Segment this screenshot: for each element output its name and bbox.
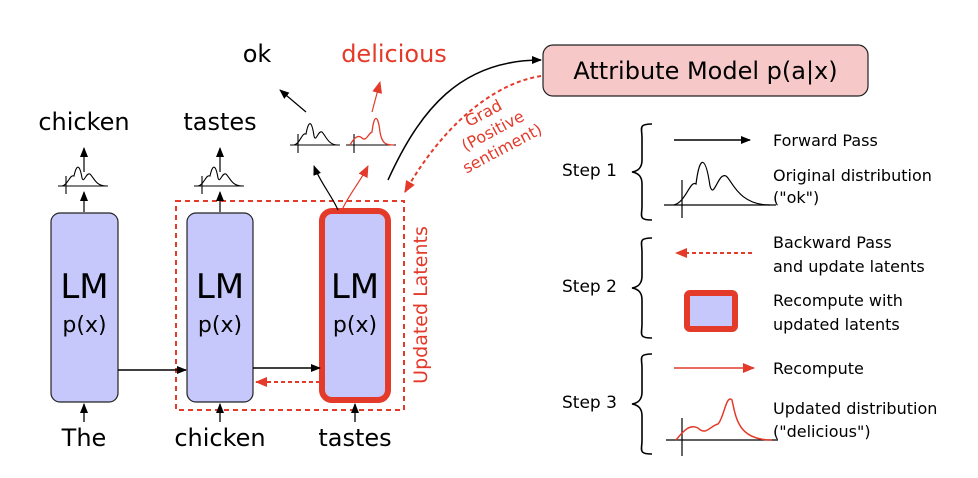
step-label: Step 3 bbox=[562, 393, 617, 413]
updated-latents-region bbox=[175, 200, 405, 411]
attribute-model-label: Attribute Model p(a|x) bbox=[573, 57, 837, 85]
step-label: Step 2 bbox=[562, 277, 617, 297]
lm-block-2: LM p(x) bbox=[186, 212, 254, 403]
legend-text: updated latents bbox=[773, 315, 900, 334]
left-brace-icon bbox=[631, 237, 653, 339]
lm-subtitle: p(x) bbox=[333, 313, 377, 338]
legend-text: Forward Pass bbox=[773, 131, 878, 150]
output-arrow-original bbox=[279, 89, 307, 113]
updated-distribution-icon bbox=[666, 398, 778, 456]
legend-text: Updated distribution bbox=[773, 399, 937, 418]
legend-text: ("ok") bbox=[773, 188, 819, 207]
output-arrow-updated bbox=[371, 81, 382, 113]
lm-block-1: LM p(x) bbox=[50, 212, 119, 403]
legend-step-3: Step 3 Recompute Updated distribution ("… bbox=[562, 353, 937, 456]
updated-distribution-icon bbox=[346, 117, 396, 153]
output-word: tastes bbox=[183, 108, 256, 136]
lm-subtitle: p(x) bbox=[198, 313, 242, 338]
attribute-model-box bbox=[542, 44, 869, 97]
legend-text: ("delicious") bbox=[773, 422, 871, 441]
lm-subtitle: p(x) bbox=[62, 313, 106, 338]
legend-step-2: Step 2 Backward Pass and update latents … bbox=[562, 233, 925, 339]
legend-text: Recompute bbox=[773, 359, 864, 378]
output-word-original: ok bbox=[243, 40, 272, 68]
lm-block-3: LM p(x) bbox=[319, 208, 391, 403]
legend-text: Original distribution bbox=[773, 166, 932, 185]
left-brace-icon bbox=[631, 123, 653, 221]
input-word: The bbox=[61, 424, 107, 452]
updated-latents-label: Updated Latents bbox=[410, 226, 432, 384]
original-distribution-icon bbox=[664, 161, 776, 218]
lm-title: LM bbox=[196, 267, 244, 307]
output-arrow-updated bbox=[341, 165, 369, 211]
input-word: tastes bbox=[318, 424, 391, 452]
distribution-icon bbox=[58, 166, 108, 194]
legend-text: and update latents bbox=[773, 257, 925, 276]
legend-text: Backward Pass bbox=[773, 233, 892, 252]
red-box-icon bbox=[684, 290, 738, 332]
legend-step-1: Step 1 Forward Pass Original distributio… bbox=[562, 123, 932, 221]
grad-label: Grad (Positive sentiment) bbox=[458, 96, 545, 178]
left-brace-icon bbox=[631, 353, 653, 455]
input-word: chicken bbox=[174, 424, 265, 452]
output-word-updated: delicious bbox=[341, 40, 447, 68]
output-arrow-original bbox=[313, 165, 339, 211]
forward-arrow-to-attribute bbox=[387, 56, 542, 181]
step-label: Step 1 bbox=[562, 161, 617, 181]
lm-title: LM bbox=[60, 267, 108, 307]
gradient-arrow bbox=[404, 75, 542, 193]
original-distribution-icon bbox=[290, 123, 340, 153]
output-word: chicken bbox=[38, 108, 129, 136]
lm-title: LM bbox=[331, 267, 379, 307]
legend-text: Recompute with bbox=[773, 291, 903, 310]
distribution-icon bbox=[194, 166, 244, 194]
